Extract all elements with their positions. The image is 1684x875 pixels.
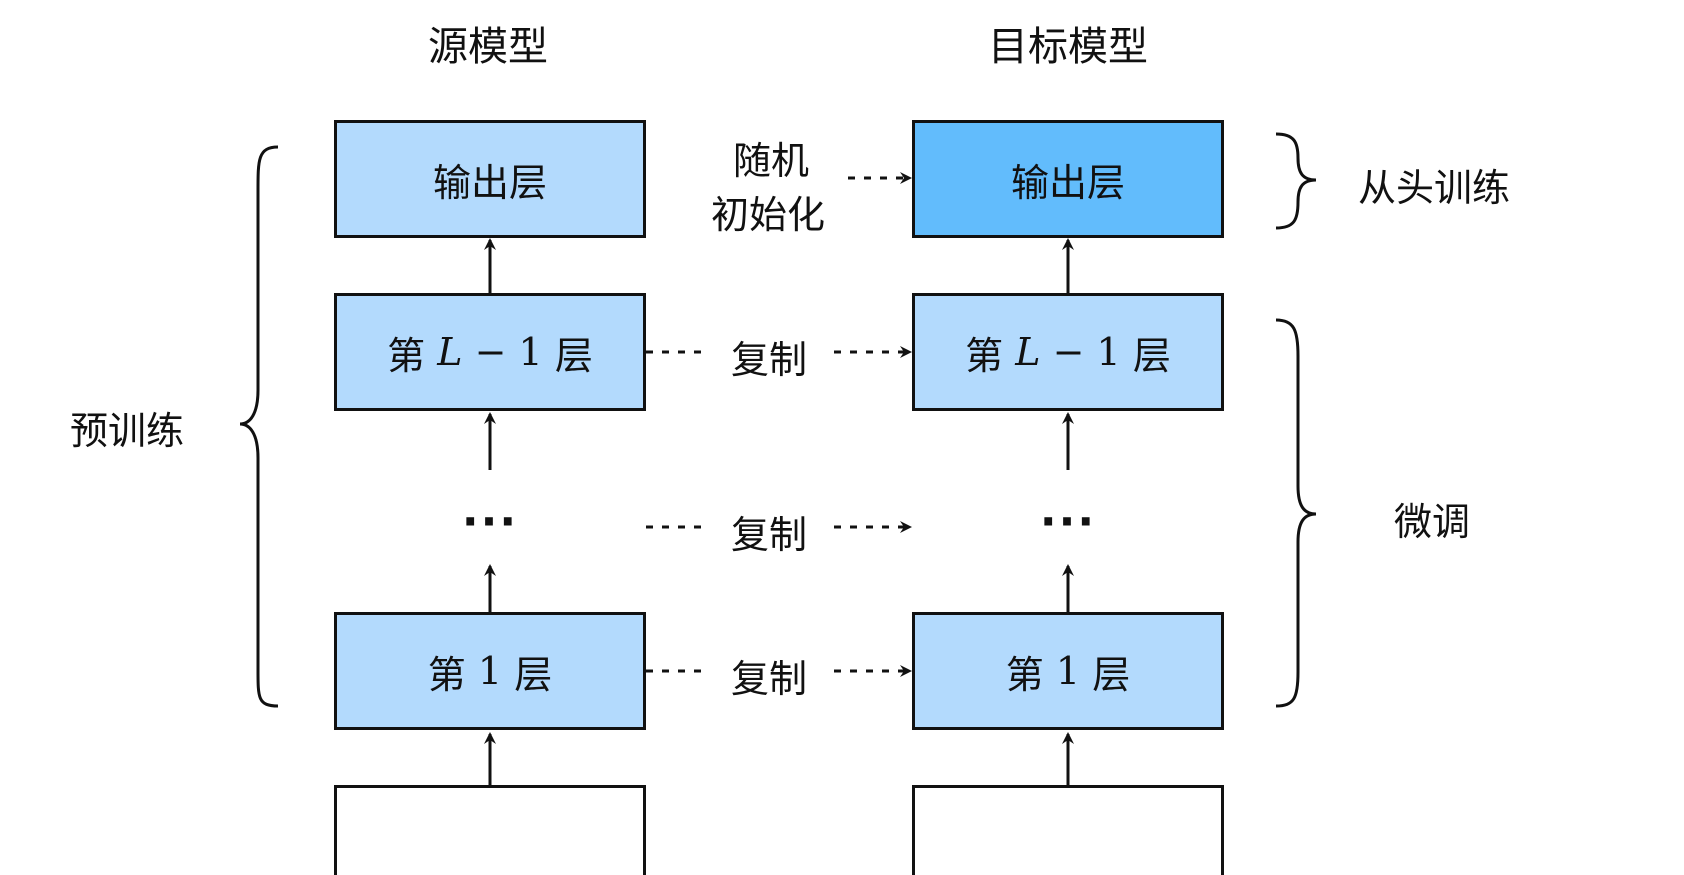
source-output-layer: 输出层 — [334, 120, 646, 238]
target-ellipsis: ··· — [1039, 496, 1097, 548]
layer-prefix: 第 — [387, 333, 426, 378]
target-input-layer — [912, 785, 1224, 875]
source-model-title: 源模型 — [428, 24, 548, 70]
target-layer-l-minus-1: 第 L − 1 层 — [912, 293, 1224, 411]
layer-unit: 层 — [1132, 333, 1171, 378]
layer-number: 1 — [1055, 649, 1081, 693]
source-ellipsis: ··· — [461, 496, 519, 548]
layer-variable: L — [437, 330, 463, 374]
finetune-brace — [1275, 318, 1317, 708]
layer-prefix: 第 — [427, 652, 466, 697]
target-model-title: 目标模型 — [988, 24, 1148, 70]
copy-label-middle: 复制 — [731, 513, 808, 557]
layer-offset: − 1 — [474, 330, 543, 374]
source-layer-1: 第 1 层 — [334, 612, 646, 730]
copy-label-layer-1: 复制 — [731, 657, 808, 701]
layer-number: 1 — [477, 649, 503, 693]
pretrain-label: 预训练 — [70, 409, 185, 453]
from-scratch-brace — [1275, 132, 1317, 230]
layer-variable: L — [1015, 330, 1041, 374]
copy-label-layer-l: 复制 — [731, 338, 808, 382]
random-init-label-line2: 初始化 — [711, 193, 826, 237]
finetune-label: 微调 — [1394, 500, 1471, 544]
random-init-label-line1: 随机 — [733, 139, 810, 183]
target-output-layer: 输出层 — [912, 120, 1224, 238]
layer-prefix: 第 — [1005, 652, 1044, 697]
layer-unit: 层 — [514, 652, 553, 697]
target-output-layer-label: 输出层 — [1010, 160, 1125, 205]
source-output-layer-label: 输出层 — [432, 160, 547, 205]
layer-prefix: 第 — [965, 333, 1004, 378]
from-scratch-label: 从头训练 — [1358, 166, 1511, 210]
layer-unit: 层 — [554, 333, 593, 378]
pretrain-brace — [239, 145, 279, 708]
target-layer-1: 第 1 层 — [912, 612, 1224, 730]
source-input-layer — [334, 785, 646, 875]
layer-offset: − 1 — [1052, 330, 1121, 374]
layer-unit: 层 — [1092, 652, 1131, 697]
source-layer-l-minus-1: 第 L − 1 层 — [334, 293, 646, 411]
